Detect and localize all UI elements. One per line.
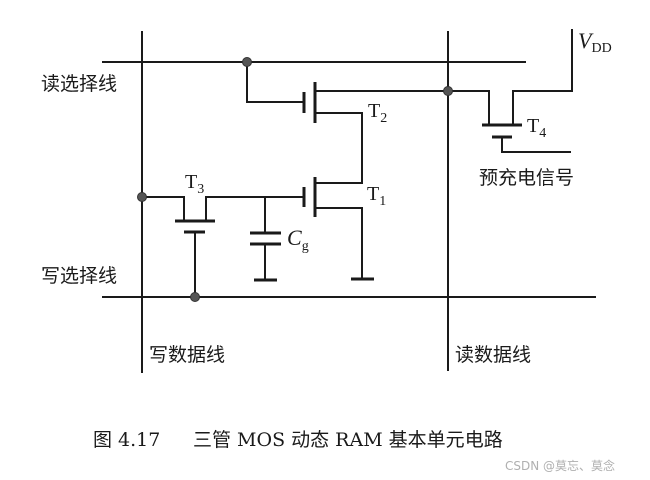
transistor-t1 [302,177,374,281]
cg-label: Cg [287,225,309,254]
t1-label: T1 [367,183,386,209]
watermark: CSDN @莫忘、莫念 [505,458,615,473]
junction-node [137,192,147,202]
capacitor-cg [250,196,281,282]
precharge-label: 预充电信号 [479,167,574,189]
junction-node [242,57,252,67]
read-data-label: 读数据线 [455,344,531,366]
vdd-label: VDD [578,28,612,56]
junction-node [190,292,200,302]
t4-label: T4 [527,115,546,141]
write-data-label: 写数据线 [149,344,225,366]
transistor-t4 [447,29,573,153]
figure-number: 图 4.17 [93,429,160,451]
transistor-t3 [141,196,305,298]
t2-label: T2 [368,100,387,126]
figure-title: 三管 MOS 动态 RAM 基本单元电路 [193,429,503,451]
write-select-label: 写选择线 [41,265,117,287]
read-select-label: 读选择线 [41,73,117,95]
transistor-t2 [246,61,449,184]
t3-label: T3 [185,171,204,197]
junction-node [443,86,453,96]
